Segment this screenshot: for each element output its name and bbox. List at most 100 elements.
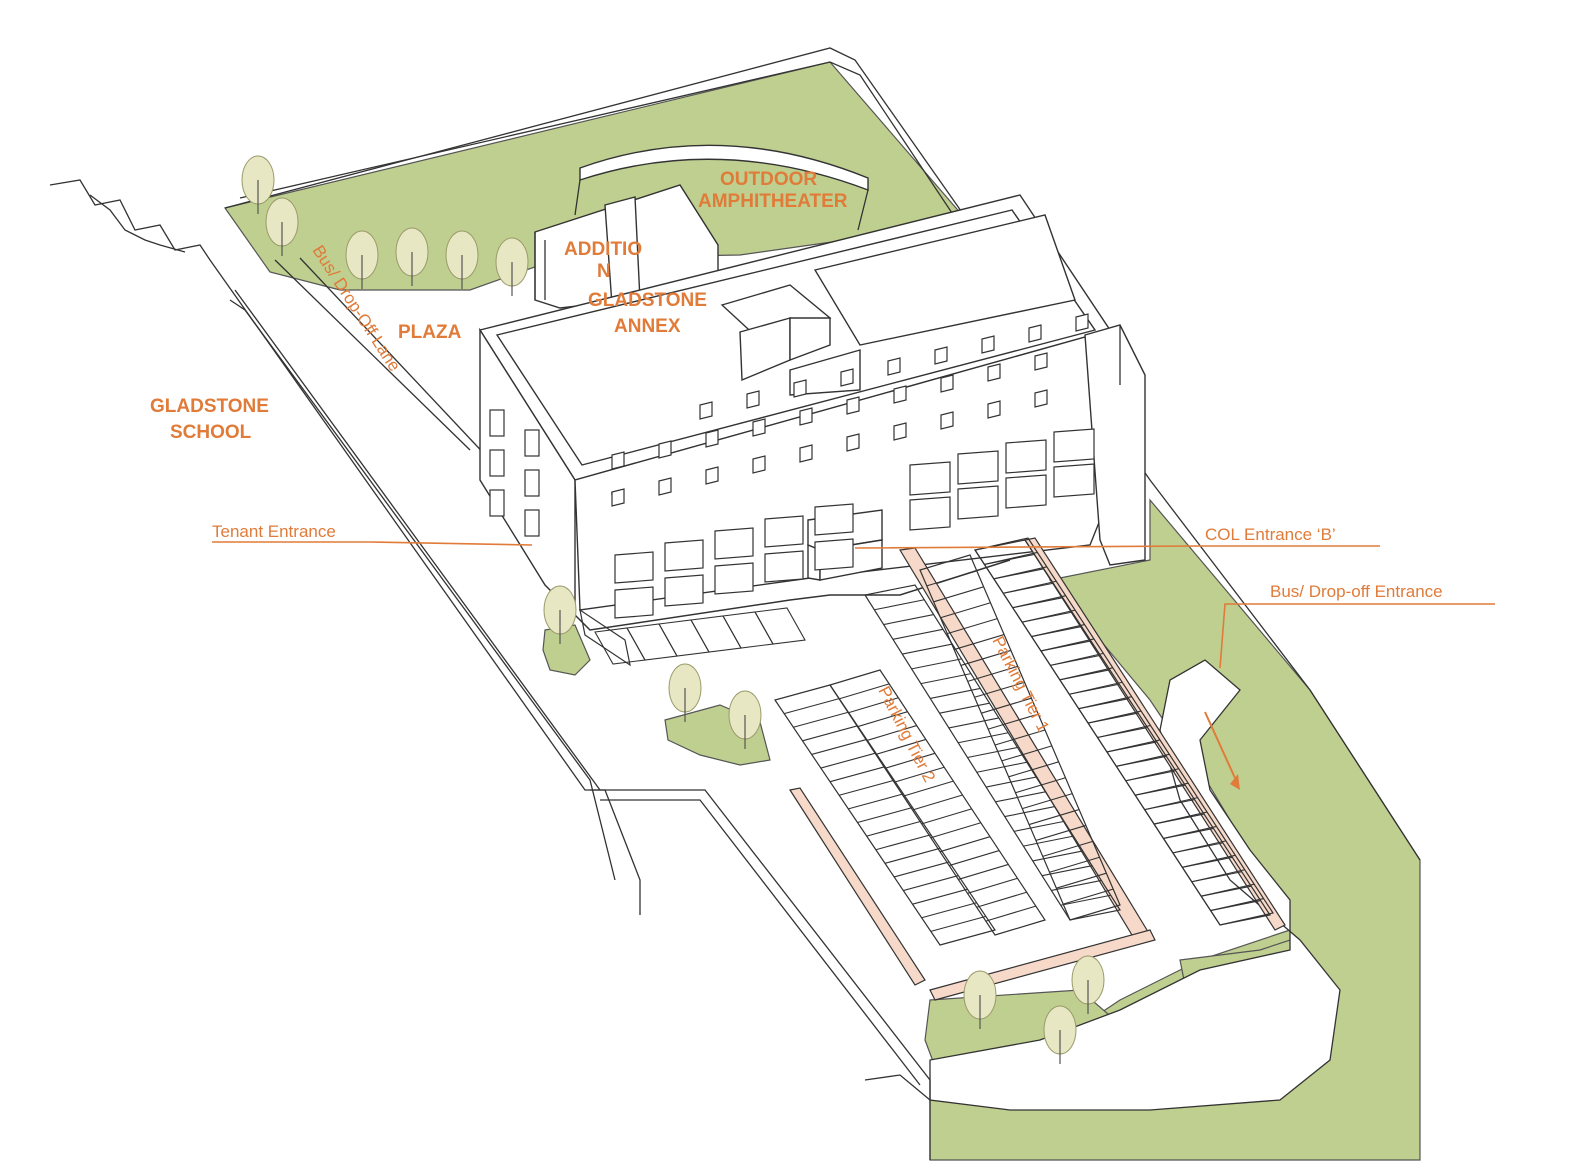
tree-icon — [395, 227, 429, 286]
parking-stall — [866, 725, 917, 742]
parking-strip — [974, 537, 1274, 926]
tree-icon — [495, 237, 529, 296]
window — [614, 586, 654, 619]
window — [764, 515, 804, 548]
corner-lawn — [542, 624, 591, 676]
parking-stall — [974, 681, 1025, 698]
window — [1053, 463, 1095, 498]
parking-stall — [1032, 850, 1083, 862]
tree-icon — [668, 663, 702, 722]
window — [957, 485, 999, 520]
window — [664, 539, 704, 572]
trees — [241, 155, 1105, 1064]
parking-stall — [784, 698, 840, 715]
window — [909, 461, 951, 496]
window — [699, 401, 713, 420]
parking-stall — [1012, 595, 1066, 609]
bus-entrance-arrow-icon — [1204, 711, 1240, 790]
parking-stall — [866, 820, 922, 837]
parking-stall — [1041, 865, 1093, 877]
parking-stall — [939, 702, 990, 714]
window — [987, 400, 1001, 419]
window — [705, 429, 719, 448]
window — [489, 449, 505, 477]
plaza-label: PLAZA — [398, 322, 462, 343]
parking-tier-1-end-ramp — [929, 929, 1156, 1001]
parking-stall — [1106, 739, 1161, 753]
parking-stall — [1050, 652, 1104, 666]
parking-stall — [839, 779, 895, 796]
loop-road — [929, 659, 1341, 1111]
window — [764, 550, 804, 583]
window — [799, 407, 813, 426]
parking-stall — [1125, 768, 1179, 782]
window — [611, 451, 625, 470]
window — [614, 551, 654, 584]
parking-stall — [1116, 753, 1170, 767]
window — [524, 469, 540, 497]
parking-stall — [1051, 879, 1102, 891]
parking-stall — [912, 888, 968, 905]
parking-stall — [883, 614, 934, 626]
window — [909, 496, 951, 531]
parking-stall — [894, 861, 950, 878]
parking-tier-2-label: Parking Tier 2 — [874, 683, 939, 785]
parking-stall — [839, 683, 890, 700]
window — [752, 418, 766, 437]
parking-stall — [976, 891, 1027, 908]
window — [1075, 313, 1089, 332]
parking-stall — [1191, 869, 1245, 883]
tree-icon — [241, 155, 275, 214]
south-wall-3 — [864, 1074, 931, 1101]
parking-stall — [953, 634, 1005, 651]
parking-stall — [874, 599, 925, 611]
window — [840, 368, 854, 387]
parking-stall — [921, 902, 977, 919]
amphitheater-seating — [574, 179, 869, 231]
parking-stall — [912, 794, 963, 811]
parking-stall — [848, 793, 904, 810]
parking-stall — [793, 711, 849, 728]
outdoor-label: OUTDOOR — [720, 169, 817, 190]
window — [1028, 324, 1042, 343]
window — [987, 363, 1001, 382]
parking-stall — [994, 729, 1046, 746]
parking-stall — [875, 834, 931, 851]
addition-label-n: N — [597, 261, 611, 282]
parking-stall — [1021, 609, 1076, 623]
bus-drop-off-entrance-label: Bus/ Drop-off Entrance — [1270, 582, 1443, 601]
parking-stall — [802, 725, 858, 742]
parking-stall — [1144, 797, 1198, 811]
parking-stall — [1163, 825, 1217, 839]
window — [934, 346, 948, 365]
parking-stall — [820, 752, 876, 769]
window — [793, 379, 807, 398]
parking-stall — [948, 717, 999, 729]
parking-stall — [1042, 840, 1093, 857]
col-entrance-leader — [854, 545, 1380, 549]
parking-stall — [884, 847, 941, 864]
gladstone-annex — [534, 184, 719, 309]
parking-stall — [1001, 745, 1052, 762]
tree-icon — [543, 585, 577, 644]
parking-stall — [1172, 840, 1227, 854]
parking-stall — [1201, 883, 1255, 897]
parking-stall — [857, 711, 908, 728]
parking-stall — [1060, 894, 1111, 906]
parking-stall — [1035, 824, 1087, 841]
window — [489, 409, 505, 437]
parking-stall — [930, 915, 986, 932]
parking-stall — [754, 607, 806, 645]
parking-stall — [1135, 782, 1189, 796]
window — [752, 455, 766, 474]
parking-stall — [1049, 856, 1100, 873]
parking-stall — [985, 905, 1036, 922]
bus-lane-edge — [274, 259, 471, 451]
tree-icon — [1043, 1005, 1077, 1064]
window — [714, 527, 754, 560]
parking-stall — [1004, 806, 1055, 818]
parking-stall — [995, 791, 1046, 803]
parking-stall — [1040, 638, 1095, 652]
tree-icon — [1071, 955, 1105, 1014]
